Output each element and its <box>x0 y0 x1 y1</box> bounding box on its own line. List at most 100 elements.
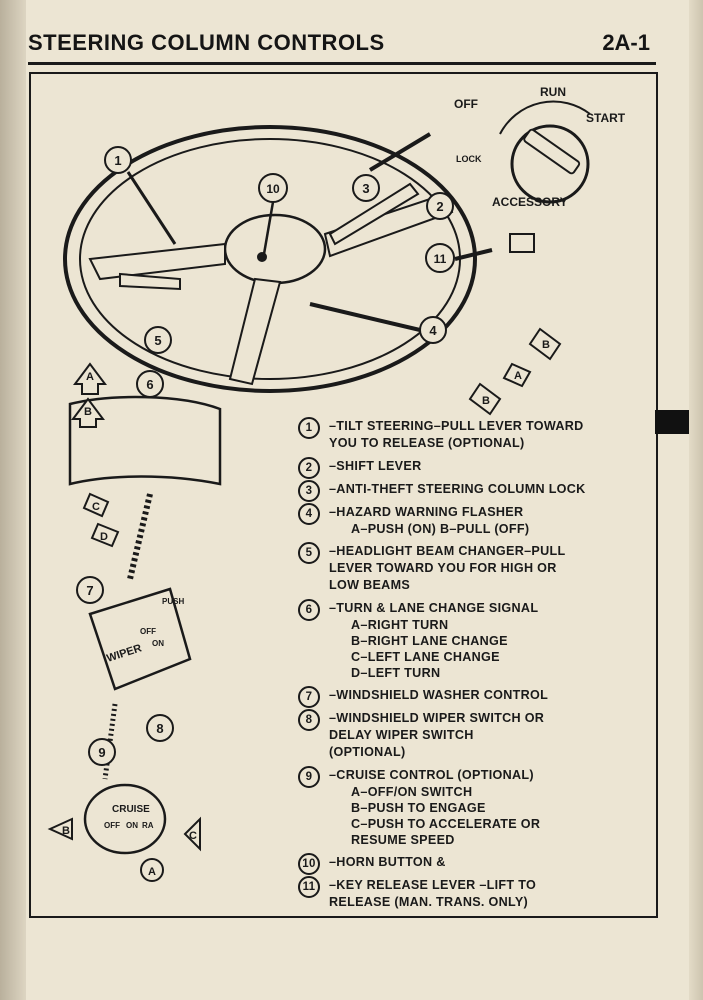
legend-number: 7 <box>298 686 320 708</box>
legend-number: 10 <box>298 853 320 875</box>
callout-6: 6 <box>136 370 164 398</box>
arrow-6d-label: D <box>100 531 108 543</box>
key-release-lever <box>509 233 535 253</box>
cruise-ra-label: RA <box>142 821 154 830</box>
shift-lever <box>328 182 420 246</box>
callout-9: 9 <box>88 738 116 766</box>
leader-1 <box>126 171 177 245</box>
legend-item: 7–WINDSHIELD WASHER CONTROL <box>298 686 648 708</box>
callout-1-label: 1 <box>114 153 121 168</box>
ignition-accessory-label: ACCESSORY <box>492 195 568 209</box>
callout-5-label: 5 <box>154 333 161 348</box>
legend-text: –WINDSHIELD WIPER SWITCH OR <box>329 711 545 725</box>
legend-item: 3 –ANTI-THEFT STEERING COLUMN LOCK <box>298 480 648 502</box>
arrow-9c-label: C <box>189 830 197 842</box>
legend-text: YOU TO RELEASE (OPTIONAL) <box>329 436 525 450</box>
ignition-key <box>523 128 581 175</box>
wheel-spoke-bottom <box>228 277 282 386</box>
legend-text: –HAZARD WARNING FLASHER <box>329 505 524 519</box>
legend-item: 9–CRUISE CONTROL (OPTIONAL)A–OFF/ON SWIT… <box>298 766 648 848</box>
section-tab <box>655 410 689 434</box>
legend-text: –SHIFT LEVER <box>329 459 422 473</box>
legend-subitem: B–PUSH TO ENGAGE <box>351 801 486 815</box>
legend-subitem: C–PUSH TO ACCELERATE OR <box>351 817 541 831</box>
page-title: STEERING COLUMN CONTROLS <box>28 30 385 55</box>
callout-8: 8 <box>146 714 174 742</box>
callout-11-label: 11 <box>434 252 447 266</box>
ignition-lock-label: LOCK <box>456 154 482 164</box>
callout-4: 4 <box>419 316 447 344</box>
legend-subitem: C–LEFT LANE CHANGE <box>351 650 500 664</box>
leader-3 <box>368 132 432 172</box>
arrow-6d: D <box>90 522 120 548</box>
arrow-6b: B <box>71 397 105 428</box>
legend-subitem: B–RIGHT LANE CHANGE <box>351 634 508 648</box>
arrow-4b-lower-label: B <box>482 395 490 407</box>
legend-subitem: D–LEFT TURN <box>351 666 441 680</box>
legend-text: RELEASE (MAN. TRANS. ONLY) <box>329 895 529 909</box>
callout-3-label: 3 <box>362 181 369 196</box>
arrow-4a-label: A <box>514 370 522 382</box>
steering-column-diagram: OFF RUN START LOCK ACCESSORY WIPER PUSH … <box>47 85 626 882</box>
legend-item: 10 –HORN BUTTON & <box>298 853 648 875</box>
arrow-6a-label: A <box>86 371 94 383</box>
legend-item: 2 –SHIFT LEVER <box>298 457 648 479</box>
steering-column <box>68 395 222 486</box>
wiper-off-label: OFF <box>140 627 156 636</box>
arrow-9b: B <box>47 817 73 841</box>
legend-subitem: A–OFF/ON SWITCH <box>351 785 473 799</box>
arrow-6b-label: B <box>84 406 92 418</box>
legend-text: DELAY WIPER SWITCH <box>329 728 474 742</box>
callout-1: 1 <box>104 146 132 174</box>
binding-shadow <box>0 0 26 1000</box>
turn-signal-lever <box>119 272 181 291</box>
legend-text: –TURN & LANE CHANGE SIGNAL <box>329 601 539 615</box>
wiper-on-label: ON <box>152 639 164 648</box>
arrow-4b-lower: B <box>468 382 502 416</box>
callout-10: 10 <box>258 173 288 203</box>
arrow-4b-label: B <box>542 339 550 351</box>
callout-7-label: 7 <box>86 583 93 598</box>
arrow-9a-label: A <box>148 866 156 878</box>
callout-5: 5 <box>144 326 172 354</box>
wiper-push-label: PUSH <box>162 597 184 606</box>
callout-2-label: 2 <box>436 199 443 214</box>
figure-frame <box>29 72 658 918</box>
legend-subitem: RESUME SPEED <box>351 833 455 847</box>
leader-4 <box>309 302 421 332</box>
arrow-6a: A <box>73 362 107 395</box>
legend-subitem: A–RIGHT TURN <box>351 618 449 632</box>
legend-number: 2 <box>298 457 320 479</box>
legend-text: (OPTIONAL) <box>329 745 406 759</box>
leader-10 <box>262 201 275 255</box>
legend-number: 8 <box>298 709 320 731</box>
cruise-switch <box>83 783 167 855</box>
callout-2: 2 <box>426 192 454 220</box>
legend-number: 1 <box>298 417 320 439</box>
wheel-spoke-left <box>88 242 226 281</box>
arrow-9b-label: B <box>62 825 70 837</box>
legend-subitem: A–PUSH (ON) B–PULL (OFF) <box>351 522 530 536</box>
horn-center <box>257 252 267 262</box>
legend-text: –HORN BUTTON & <box>329 855 446 869</box>
callout-9-label: 9 <box>98 745 105 760</box>
arrow-9a: A <box>140 858 164 882</box>
legend-number: 3 <box>298 480 320 502</box>
arrow-4b: B <box>528 327 562 361</box>
legend-number: 11 <box>298 876 320 898</box>
legend-number: 5 <box>298 542 320 564</box>
cruise-label: CRUISE <box>112 804 150 815</box>
legend-item: 8 –WINDSHIELD WIPER SWITCH OR DELAY WIPER … <box>298 709 648 761</box>
legend-text: –ANTI-THEFT STEERING COLUMN LOCK <box>329 482 586 496</box>
leader-dotted <box>127 493 153 580</box>
callout-11: 11 <box>425 243 455 273</box>
legend-text: LOW BEAMS <box>329 578 411 592</box>
steering-wheel-rim <box>63 125 477 393</box>
page-number: 2A-1 <box>602 30 650 55</box>
legend-number: 9 <box>298 766 320 788</box>
